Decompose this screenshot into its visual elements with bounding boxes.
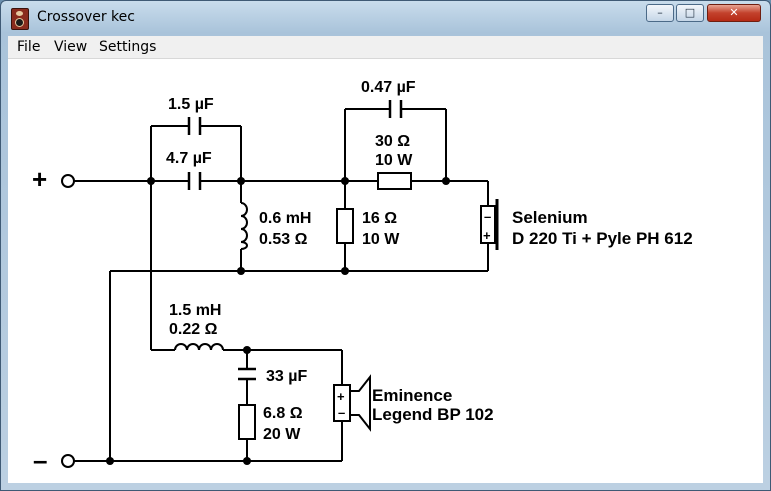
label-c-4-7uF: 4.7 µF [166, 150, 212, 167]
minimize-button[interactable]: – [646, 4, 674, 22]
label-r-30-power: 10 W [375, 152, 413, 169]
crossover-schematic: + – [32, 79, 693, 475]
label-c-0-47uF: 0.47 µF [361, 79, 416, 96]
label-woofer-brand: Eminence [372, 386, 452, 405]
menu-file[interactable]: File [17, 39, 41, 55]
inductor-1-5mH [174, 343, 224, 351]
label-r-16-ohm: 16 Ω [362, 210, 397, 227]
label-woofer-model: Legend BP 102 [372, 405, 494, 424]
schematic-canvas: + – [8, 59, 763, 483]
label-r-30-ohm: 30 Ω [375, 133, 410, 150]
woofer-minus-polarity: – [338, 405, 345, 420]
window-title: Crossover kec [37, 9, 135, 25]
resistor-30-ohm [377, 172, 412, 190]
label-c-33uF: 33 µF [266, 368, 307, 385]
menu-settings[interactable]: Settings [99, 39, 157, 55]
label-l-0-53-ohm: 0.53 Ω [259, 231, 308, 248]
tweeter-plus-polarity: + [483, 228, 491, 243]
menu-view[interactable]: View [54, 39, 88, 55]
capacitor-4-7uF [187, 172, 202, 190]
label-l-0-22-ohm: 0.22 Ω [169, 321, 218, 338]
menu-bar: File View Settings [8, 36, 763, 59]
tweeter-speaker-icon: – + [480, 199, 499, 250]
title-bar[interactable]: Crossover kec – □ ✕ [1, 1, 770, 34]
speaker-app-icon[interactable] [11, 8, 29, 30]
inductor-0-6mH [240, 202, 248, 250]
capacitor-33uF [238, 367, 256, 381]
capacitor-1-5uF [187, 117, 202, 135]
resistor-6-8-ohm [238, 404, 256, 440]
schematic-wires [74, 108, 489, 462]
junction-dots [106, 177, 450, 465]
label-l-1-5mH: 1.5 mH [169, 302, 221, 319]
label-r-6-8-power: 20 W [263, 426, 301, 443]
tweeter-minus-polarity: – [484, 209, 491, 224]
maximize-button[interactable]: □ [676, 4, 704, 22]
resistor-16-ohm [336, 208, 354, 244]
woofer-plus-polarity: + [337, 389, 345, 404]
minus-sign: – [33, 445, 47, 475]
label-tweeter-brand: Selenium [512, 208, 588, 227]
label-c-1-5uF: 1.5 µF [168, 96, 214, 113]
label-tweeter-model: D 220 Ti + Pyle PH 612 [512, 229, 693, 248]
label-r-6-8-ohm: 6.8 Ω [263, 405, 303, 422]
close-button[interactable]: ✕ [707, 4, 761, 22]
woofer-speaker-icon: + – [333, 374, 371, 432]
plus-sign: + [32, 164, 47, 194]
terminal-minus [61, 454, 75, 468]
capacitor-0-47uF [388, 100, 403, 118]
label-l-0-6mH: 0.6 mH [259, 210, 311, 227]
terminal-plus [61, 174, 75, 188]
label-r-16-power: 10 W [362, 231, 400, 248]
